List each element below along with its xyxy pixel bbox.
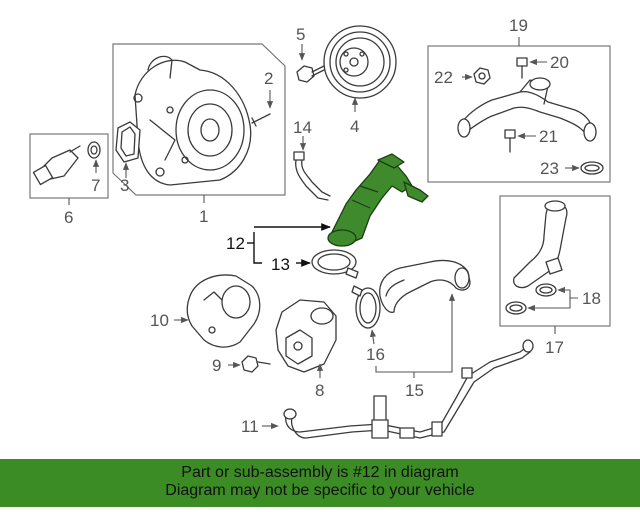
banner-part-note: Part or sub-assembly is #12 in diagram — [181, 464, 459, 481]
callout-1: 1 — [199, 207, 208, 226]
pipe-nut — [473, 67, 491, 85]
highlight-banner: Part or sub-assembly is #12 in diagram D… — [0, 459, 640, 507]
thermostat-seal-ring — [311, 249, 359, 279]
housing-gasket — [115, 121, 141, 163]
temperature-sensor — [32, 145, 81, 186]
callout-23: 23 — [540, 159, 559, 178]
callout-4: 4 — [350, 117, 359, 136]
callout-6: 6 — [64, 208, 73, 227]
callout-21: 21 — [539, 127, 558, 146]
pump-pulley — [323, 25, 397, 99]
callout-14: 14 — [293, 118, 312, 137]
sensor-seal — [87, 141, 101, 159]
pump-cover — [186, 274, 261, 348]
callout-19: 19 — [509, 16, 528, 35]
valve-body-bolt — [241, 355, 271, 373]
bleed-hose — [293, 151, 331, 201]
hose-clamp — [351, 285, 381, 329]
pump-housing-group — [112, 43, 286, 196]
lower-pipe-group — [499, 195, 611, 327]
callout-17: 17 — [545, 338, 564, 357]
callout-12: 12 — [226, 234, 245, 253]
callout-2: 2 — [264, 69, 273, 88]
callout-15: 15 — [405, 381, 424, 400]
callout-3: 3 — [120, 176, 129, 195]
lower-coolant-pipe — [513, 200, 568, 289]
callout-10: 10 — [150, 311, 169, 330]
lower-pipe-o-rings — [505, 283, 557, 315]
callout-11: 11 — [241, 417, 259, 436]
thermostat-housing-highlighted — [327, 153, 429, 247]
coolant-hose — [379, 259, 471, 313]
callout-20: 20 — [550, 53, 569, 72]
coolant-pipe-group — [427, 45, 611, 183]
pulley-bolt — [296, 65, 325, 83]
callout-22: 22 — [434, 68, 453, 87]
temp-sensor-group — [29, 133, 109, 199]
banner-disclaimer: Diagram may not be specific to your vehi… — [165, 482, 475, 499]
pipe-bolt-upper — [516, 57, 528, 79]
callout-5: 5 — [296, 25, 305, 44]
pipe-bolt-lower — [504, 129, 516, 153]
callout-13: 13 — [271, 255, 290, 274]
upper-coolant-pipe — [457, 77, 597, 142]
callout-7: 7 — [91, 176, 100, 195]
water-pump-housing — [133, 55, 252, 186]
pipe-o-ring — [580, 161, 604, 175]
housing-bolt — [251, 113, 271, 127]
callout-8: 8 — [315, 381, 324, 400]
long-coolant-pipe — [283, 339, 534, 439]
callout-16: 16 — [366, 345, 385, 364]
callout-18: 18 — [582, 289, 601, 308]
callout-9: 9 — [212, 356, 221, 375]
valve-body — [275, 299, 337, 373]
